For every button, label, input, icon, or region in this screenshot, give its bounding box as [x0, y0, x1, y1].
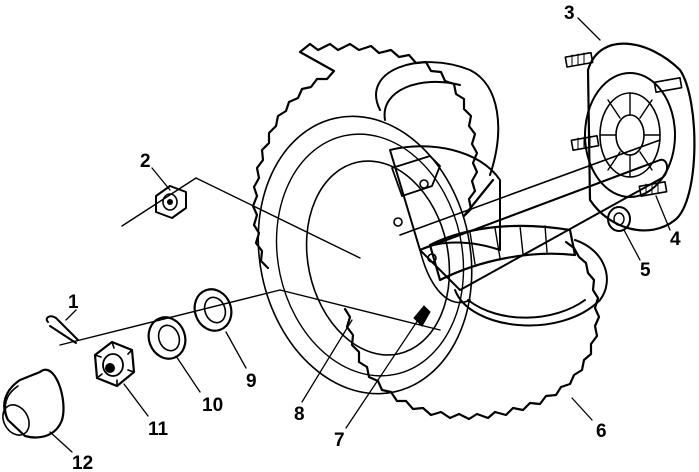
callout-labels: 1 2 3 4 5 6 7 8 9 10 11 12 [68, 3, 681, 472]
callout-6: 6 [596, 421, 607, 442]
callout-5: 5 [640, 260, 651, 281]
callout-4: 4 [670, 229, 681, 250]
callout-1: 1 [68, 292, 79, 313]
wheel-stud [653, 77, 683, 93]
wheel-hub [564, 42, 696, 232]
callout-7: 7 [334, 430, 345, 451]
lock-washer [607, 206, 631, 232]
assembly-lines [59, 177, 441, 346]
tire [251, 42, 608, 421]
flat-washer-10 [147, 316, 187, 360]
callout-9: 9 [246, 371, 257, 392]
cotter-pin [45, 315, 79, 344]
callout-3: 3 [564, 3, 575, 24]
callout-11: 11 [148, 419, 169, 440]
hex-nut [155, 185, 187, 219]
castle-nut [93, 340, 136, 388]
callout-2: 2 [140, 151, 151, 172]
leader-lines [49, 17, 671, 453]
wheel-stud [638, 181, 668, 197]
callout-8: 8 [294, 404, 305, 425]
wheel-stud [564, 51, 594, 68]
callout-10: 10 [202, 395, 223, 416]
flat-washer-9 [193, 288, 233, 332]
wheel-stud [570, 135, 600, 151]
hub-cap [2, 368, 65, 439]
axle-shaft [399, 139, 668, 291]
callout-12: 12 [72, 453, 93, 472]
wheel-rim [257, 115, 501, 395]
